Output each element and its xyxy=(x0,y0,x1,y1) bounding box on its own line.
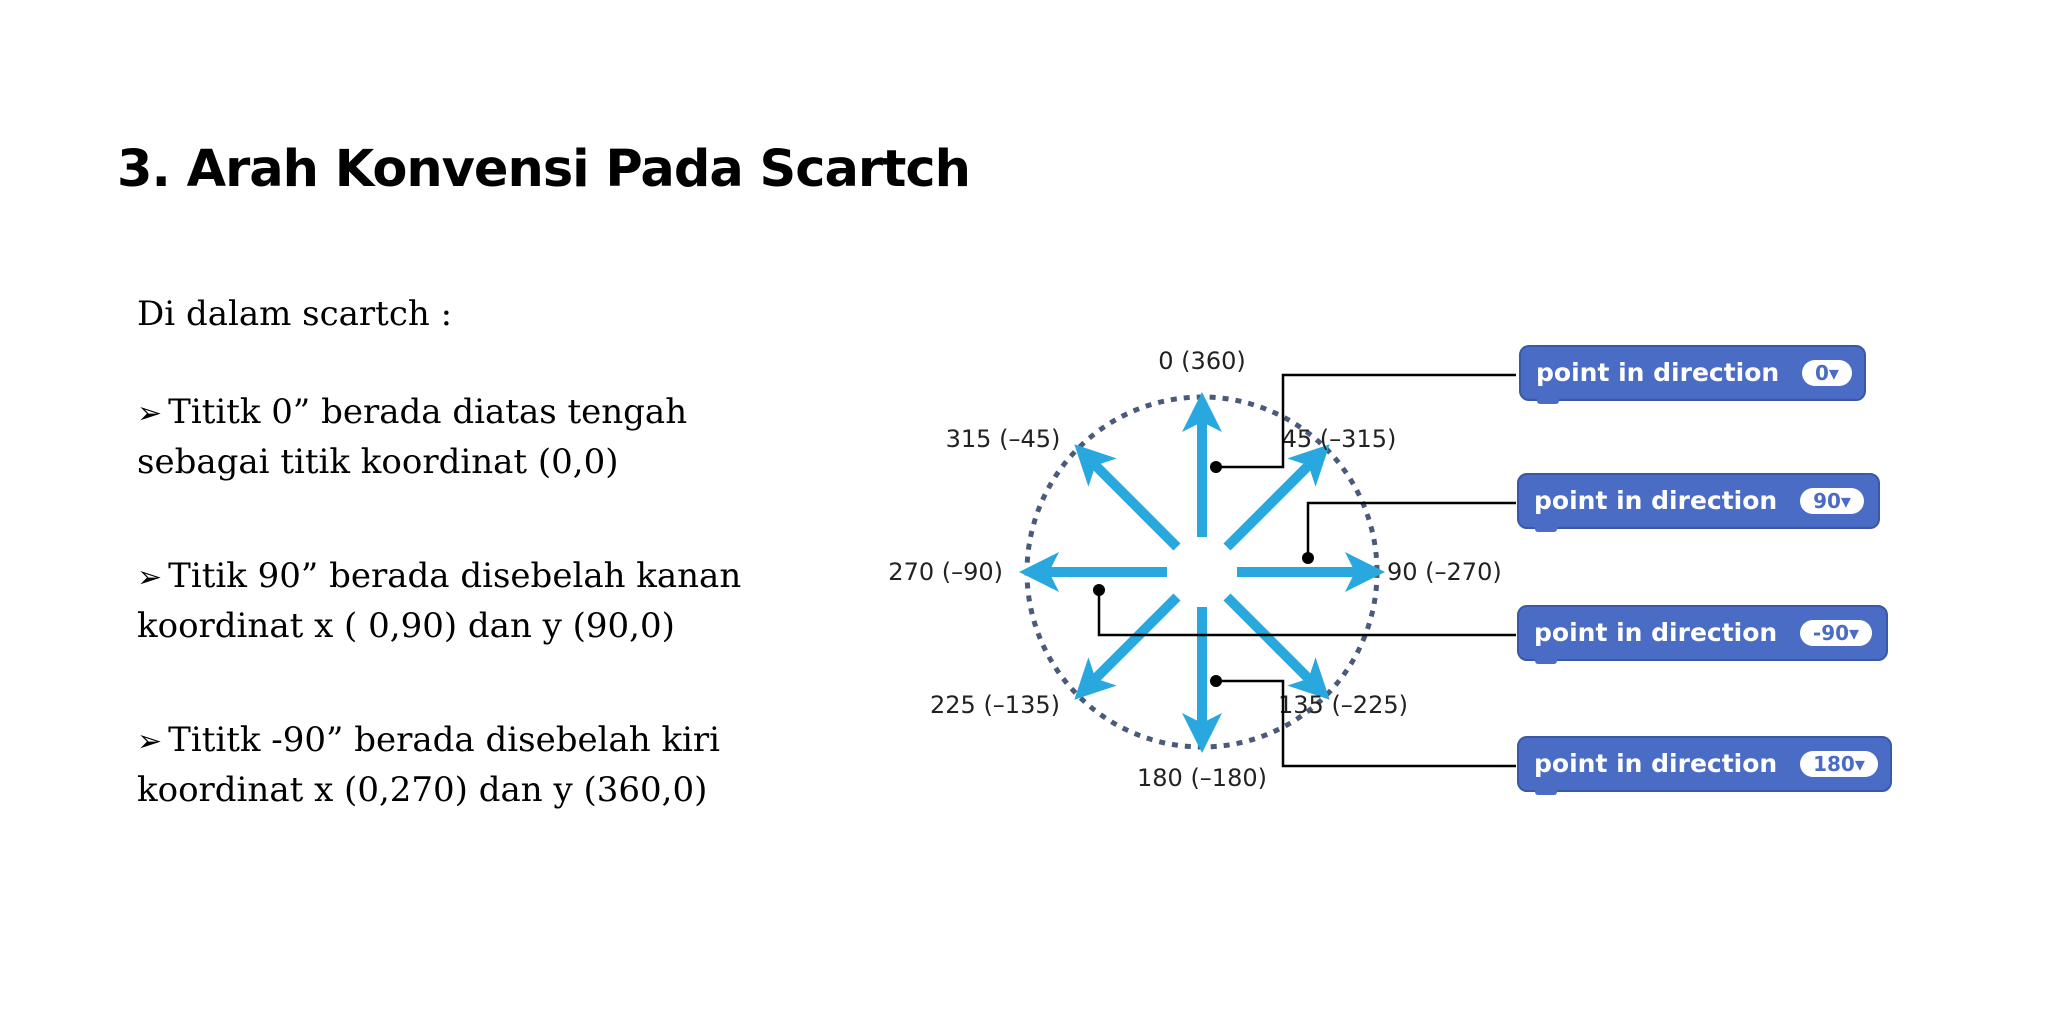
arrow-down-right-icon xyxy=(1223,593,1330,700)
connector-90 xyxy=(1306,501,1516,558)
direction-label-90: 90 (–270) xyxy=(1387,558,1502,586)
arrow-bullet-icon: ➢ xyxy=(137,560,163,595)
block-value: -90▾ xyxy=(1813,621,1859,645)
bullet-item: ➢Titik 90” berada disebelah kanan koordi… xyxy=(137,552,817,650)
direction-label-135: 135 (–225) xyxy=(1278,691,1408,719)
connector-lines xyxy=(1097,373,1516,768)
block-label: point in direction xyxy=(1534,618,1777,647)
direction-label-45: 45 (–315) xyxy=(1282,425,1397,453)
direction-label-315: 315 (–45) xyxy=(946,425,1061,453)
bullet-item: ➢Tititk -90” berada disebelah kiri koord… xyxy=(137,716,817,814)
arrow-bullet-icon: ➢ xyxy=(137,396,163,431)
arrow-up-right-icon xyxy=(1223,444,1330,551)
bullet-text: Tititk -90” berada disebelah kiri koordi… xyxy=(137,720,721,810)
block-label: point in direction xyxy=(1536,358,1779,387)
bullet-text: Tititk 0” berada diatas tengah sebagai t… xyxy=(137,392,688,482)
bullet-text: Titik 90” berada disebelah kanan koordin… xyxy=(137,556,742,646)
direction-label-270: 270 (–90) xyxy=(888,558,1003,586)
connector-dots xyxy=(1093,461,1314,687)
direction-label-225: 225 (–135) xyxy=(930,691,1060,719)
block-point-in-direction-minus-90: point in direction -90▾ xyxy=(1517,605,1888,664)
arrow-up-left-icon xyxy=(1074,444,1181,551)
arrow-bullet-icon: ➢ xyxy=(137,724,163,759)
arrow-down-left-icon xyxy=(1074,593,1181,700)
block-point-in-direction-90: point in direction 90▾ xyxy=(1517,473,1880,532)
direction-label-180: 180 (–180) xyxy=(1137,764,1267,792)
block-value: 180▾ xyxy=(1813,752,1865,776)
intro-text: Di dalam scartch : xyxy=(137,294,453,334)
block-point-in-direction-0: point in direction 0▾ xyxy=(1519,345,1866,404)
direction-diagram: 0 (360) 45 (–315) 90 (–270) 135 (–225) 1… xyxy=(885,330,1895,800)
direction-label-0: 0 (360) xyxy=(1158,347,1245,375)
direction-diagram-svg: 0 (360) 45 (–315) 90 (–270) 135 (–225) 1… xyxy=(888,345,1892,795)
connector-0 xyxy=(1216,373,1516,469)
connector-180 xyxy=(1216,679,1516,768)
block-value: 0▾ xyxy=(1815,361,1839,385)
slide-title: 3. Arah Konvensi Pada Scartch xyxy=(117,140,971,199)
block-label: point in direction xyxy=(1534,749,1777,778)
bullet-item: ➢Tititk 0” berada diatas tengah sebagai … xyxy=(137,388,817,486)
block-value: 90▾ xyxy=(1813,489,1851,513)
connector-minus-90 xyxy=(1097,590,1516,637)
direction-arrows xyxy=(1019,392,1385,753)
slide-body: Di dalam scartch : ➢Tititk 0” berada dia… xyxy=(137,290,817,880)
block-label: point in direction xyxy=(1534,486,1777,515)
block-point-in-direction-180: point in direction 180▾ xyxy=(1517,736,1892,795)
